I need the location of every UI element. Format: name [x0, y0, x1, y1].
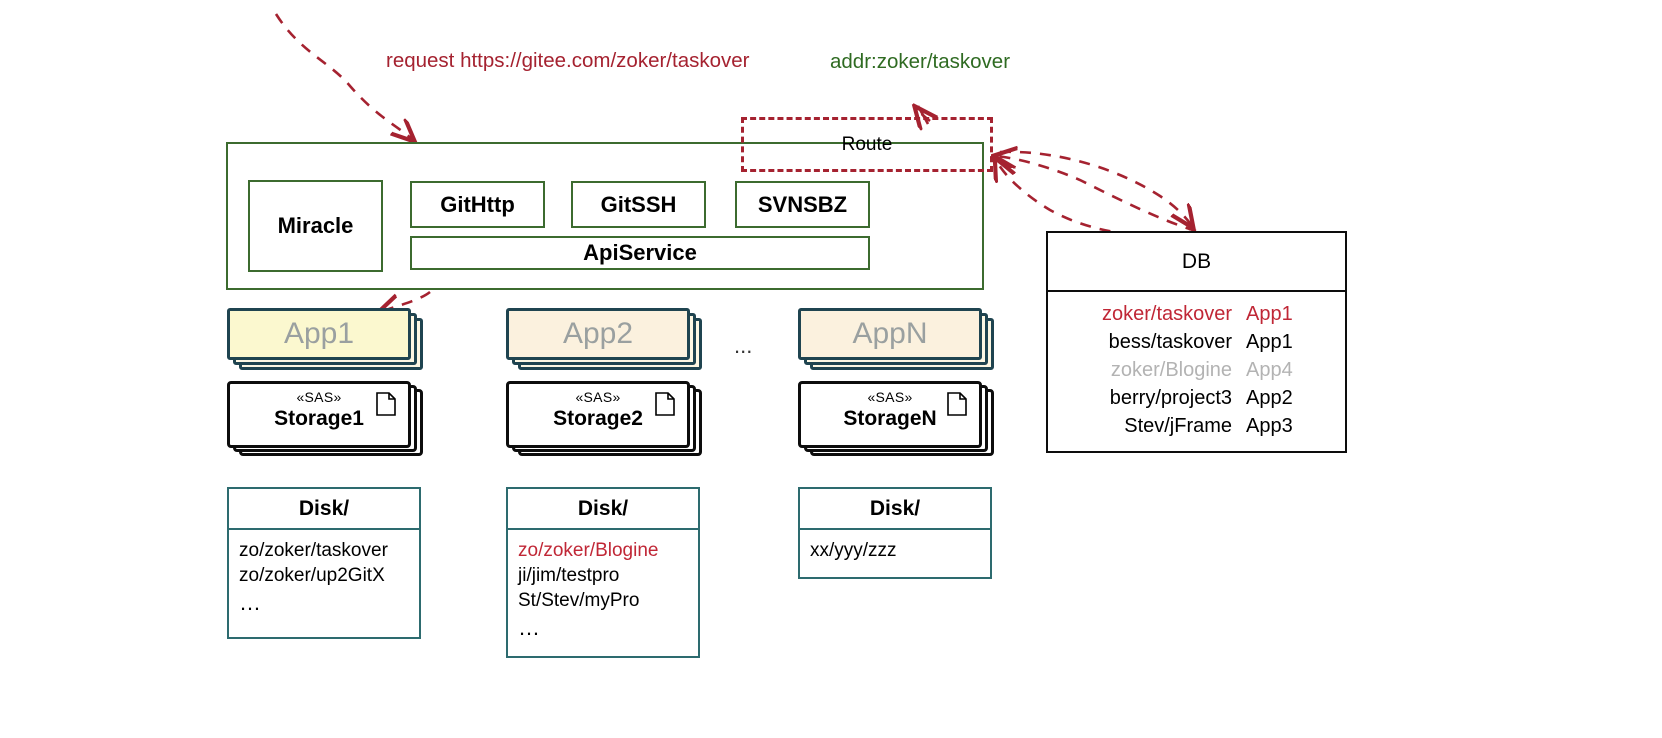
disk-path: St/Stev/myPro	[518, 590, 640, 611]
db-row-value: App1	[1246, 331, 1293, 353]
service-gitssh[interactable]: GitSSH	[571, 181, 706, 228]
disk-title: Disk/	[229, 489, 419, 530]
arrow-route-to-db	[999, 150, 1192, 226]
disk-path-ellipsis: …	[239, 590, 263, 615]
db-table[interactable]: DB zoker/taskover App1 bess/taskover App…	[1046, 231, 1347, 453]
disk-table-2[interactable]: Disk/ zo/zoker/Blogine ji/jim/testpro St…	[506, 487, 700, 658]
document-icon	[655, 392, 675, 416]
document-icon	[376, 392, 396, 416]
app-label-appn: AppN	[798, 308, 982, 360]
storage-label-storage1: Storage1	[274, 407, 364, 430]
service-miracle[interactable]: Miracle	[248, 180, 383, 272]
route-box[interactable]: Route	[741, 117, 993, 172]
db-row-key: bess/taskover	[1108, 331, 1233, 353]
db-row-value: App1	[1246, 303, 1293, 325]
app-label-app1: App1	[227, 308, 411, 360]
storage-stack-storage2[interactable]: «SAS» Storage2	[506, 381, 704, 456]
disk-path-highlighted: zo/zoker/Blogine	[518, 540, 659, 561]
storage-stack-storage1[interactable]: «SAS» Storage1	[227, 381, 425, 456]
db-row-key: Stev/jFrame	[1124, 415, 1233, 437]
db-row: Stev/jFrame App3	[1048, 412, 1345, 440]
storage-sheet-front	[506, 381, 690, 448]
storage-label-storage2: Storage2	[553, 407, 643, 430]
disk-title: Disk/	[800, 489, 990, 530]
db-row: bess/taskover App1	[1048, 328, 1345, 356]
arrow-db-to-route-lower	[996, 160, 1191, 237]
disk-path-ellipsis: …	[518, 615, 542, 640]
db-row-value: App3	[1246, 415, 1293, 437]
disk-table-3[interactable]: Disk/ xx/yyy/zzz	[798, 487, 992, 579]
arrow-request	[274, 13, 413, 140]
db-row-value: App2	[1246, 387, 1293, 409]
disk-path: zo/zoker/up2GitX	[239, 565, 385, 586]
service-svnsbz[interactable]: SVNSBZ	[735, 181, 870, 228]
disk-path: zo/zoker/taskover	[239, 540, 388, 561]
disk-body: xx/yyy/zzz	[800, 530, 990, 569]
db-row-value: App4	[1246, 359, 1293, 381]
app-label-app2: App2	[506, 308, 690, 360]
addr-label: addr:zoker/taskover	[830, 50, 1011, 73]
storage-stack-storagen[interactable]: «SAS» StorageN	[798, 381, 996, 456]
db-row: zoker/taskover App1	[1048, 300, 1345, 328]
disk-body: zo/zoker/Blogine ji/jim/testpro St/Stev/…	[508, 530, 698, 649]
db-title: DB	[1048, 233, 1345, 292]
disk-body: zo/zoker/taskover zo/zoker/up2GitX …	[229, 530, 419, 624]
service-apiservice[interactable]: ApiService	[410, 236, 870, 270]
app-stack-appn[interactable]: AppN	[798, 308, 994, 370]
storage-stereotype: «SAS»	[296, 389, 342, 405]
document-icon	[947, 392, 967, 416]
storage-sheet-front	[227, 381, 411, 448]
arrow-db-to-route-upper	[996, 156, 1197, 233]
disk-table-1[interactable]: Disk/ zo/zoker/taskover zo/zoker/up2GitX…	[227, 487, 421, 639]
db-row: berry/project3 App2	[1048, 384, 1345, 412]
disk-path: ji/jim/testpro	[518, 565, 620, 586]
storage-label-storagen: StorageN	[843, 407, 937, 430]
db-row-key: zoker/taskover	[1101, 303, 1233, 325]
db-body: zoker/taskover App1 bess/taskover App1 z…	[1048, 292, 1345, 440]
app-stack-app2[interactable]: App2	[506, 308, 702, 370]
app-stack-app1[interactable]: App1	[227, 308, 423, 370]
storage-stereotype: «SAS»	[867, 389, 913, 405]
storage-sheet-front	[798, 381, 982, 448]
storage-stereotype: «SAS»	[575, 389, 621, 405]
service-githttp[interactable]: GitHttp	[410, 181, 545, 228]
db-row-key: zoker/Blogine	[1110, 359, 1233, 381]
disk-path: xx/yyy/zzz	[810, 540, 897, 561]
disk-title: Disk/	[508, 489, 698, 530]
db-row-key: berry/project3	[1109, 387, 1233, 409]
request-label: request https://gitee.com/zoker/taskover	[386, 49, 750, 72]
apps-ellipsis: ...	[734, 333, 753, 358]
db-row: zoker/Blogine App4	[1048, 356, 1345, 384]
